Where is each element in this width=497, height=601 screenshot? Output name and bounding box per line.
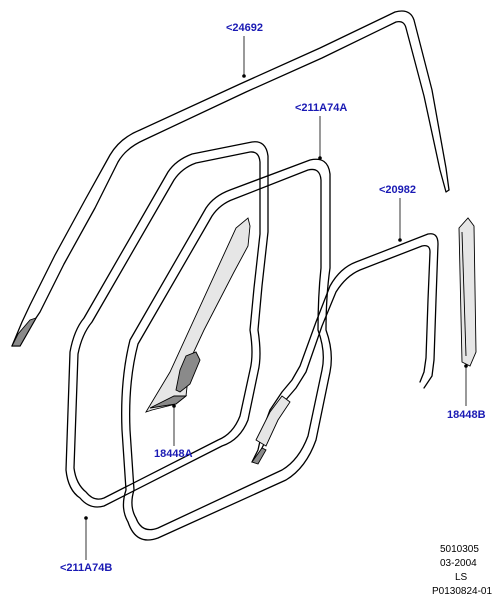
front-pillar-trim <box>144 217 251 413</box>
rear-pillar-trim <box>458 217 477 367</box>
callout-front-pillar-trim: 18448A <box>154 448 193 460</box>
rear-door-seal <box>251 233 439 465</box>
footer-line-3: LS <box>455 572 468 583</box>
footer-line-2: 03-2004 <box>440 558 477 569</box>
callout-lower-door-seal: <211A74B <box>60 562 113 574</box>
callout-rear-door-seal: <20982 <box>379 184 417 196</box>
front-door-inner-seal <box>121 158 332 541</box>
footer-line-4: P0130824-01 <box>432 586 493 597</box>
roof-weatherstrip <box>11 10 450 347</box>
callout-roof-seal: <24692 <box>226 22 264 34</box>
callout-front-door-seal: <211A74A <box>295 102 348 114</box>
footer-line-1: 5010305 <box>440 544 479 555</box>
leader-lines <box>84 36 468 560</box>
callout-rear-pillar-trim: 18448B <box>447 409 486 421</box>
front-door-outer-seal <box>65 141 269 508</box>
